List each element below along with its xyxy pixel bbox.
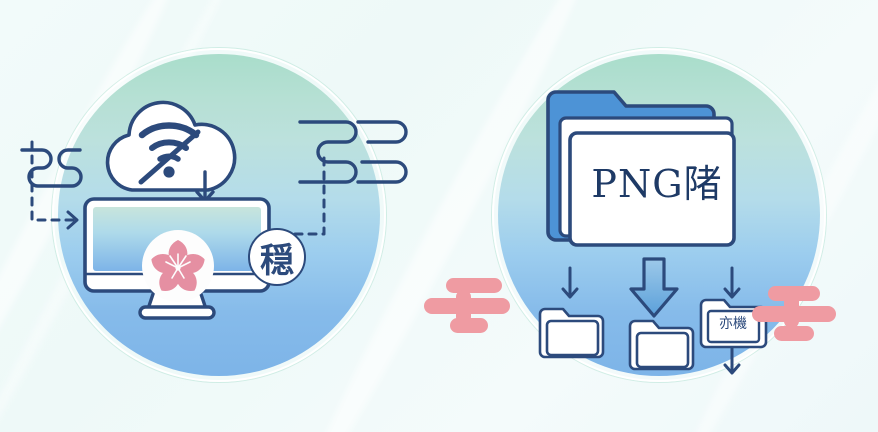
left-circle-ring <box>52 48 386 382</box>
decorative-cloud-large-right <box>298 120 408 184</box>
folder-title-text: PNG陼 <box>591 161 723 206</box>
status-badge[interactable]: 穏 <box>248 228 306 286</box>
left-scene: 穏 <box>20 48 408 382</box>
decorative-cloud-small-left <box>20 148 83 188</box>
dashed-arrow-inbound-left <box>30 140 79 230</box>
status-badge-label: 穏 <box>260 240 294 281</box>
pink-decorative-cloud-left <box>424 278 510 333</box>
right-scene: PNG陼 <box>492 48 826 382</box>
dashed-arrow-outbound-right <box>286 156 326 236</box>
cloud-no-wifi-icon <box>105 100 237 192</box>
small-down-arrow-below-labeled-folder <box>723 346 741 375</box>
sakura-blossom-icon <box>142 230 214 302</box>
big-down-arrow <box>629 257 679 318</box>
pink-decorative-cloud-right <box>752 286 836 341</box>
small-down-arrow-left <box>561 266 579 299</box>
small-down-arrow-right <box>723 266 741 299</box>
folder-title: PNG陼 <box>582 156 732 206</box>
png-folder-stack[interactable] <box>542 78 762 258</box>
sub-folder-right-label: 亦機 <box>708 313 758 333</box>
sub-folder-center[interactable] <box>624 316 695 372</box>
sub-folder-right-label-text: 亦機 <box>719 316 747 332</box>
right-circle-ring <box>492 48 826 382</box>
sub-folder-left[interactable] <box>534 304 605 360</box>
